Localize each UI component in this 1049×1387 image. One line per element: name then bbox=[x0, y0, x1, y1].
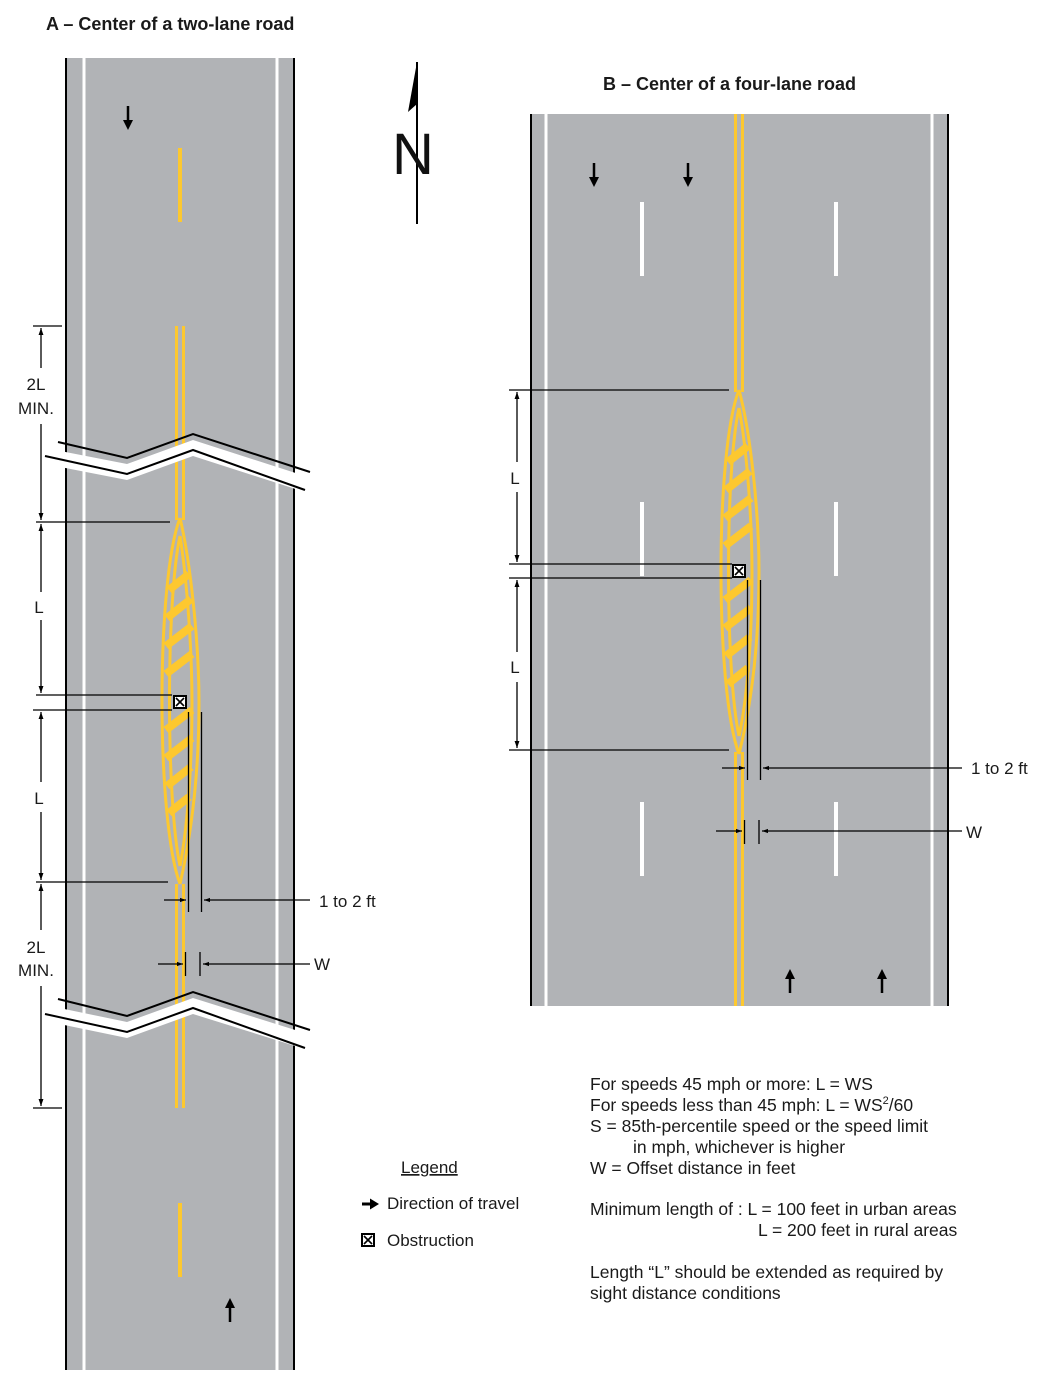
panel-a-arrow-southbound-icon bbox=[123, 106, 133, 130]
panel-a-island-hatching bbox=[163, 570, 195, 817]
note-line-9: sight distance conditions bbox=[590, 1283, 781, 1303]
panel-b-arrow-northbound-2-icon bbox=[877, 969, 887, 993]
panel-b-offset-label: 1 to 2 ft bbox=[971, 759, 1028, 778]
panel-a-2l-min-top-line2: MIN. bbox=[18, 399, 54, 418]
panel-a-road-surface bbox=[66, 58, 294, 1370]
formula-notes: For speeds 45 mph or more: L = WS For sp… bbox=[590, 1074, 958, 1303]
panel-a-2l-min-bottom-line2: MIN. bbox=[18, 961, 54, 980]
panel-b-w-label: W bbox=[966, 823, 982, 842]
panel-b-obstruction-icon bbox=[732, 564, 746, 578]
note-line-1: For speeds 45 mph or more: L = WS bbox=[590, 1074, 873, 1094]
panel-a-2l-min-bottom-line1: 2L bbox=[27, 938, 46, 957]
panel-a-break-line-bottom bbox=[44, 990, 311, 1050]
panel-a-arrow-northbound-icon bbox=[225, 1298, 235, 1322]
panel-a-dimension-lines bbox=[33, 325, 172, 1109]
panel-a-obstruction-icon bbox=[173, 695, 187, 709]
panel-b-dimension-lines bbox=[509, 389, 732, 751]
arrow-right-icon bbox=[362, 1198, 379, 1210]
legend-direction-label: Direction of travel bbox=[387, 1194, 519, 1213]
note-line-2: For speeds less than 45 mph: L = WS2/60 bbox=[590, 1095, 913, 1115]
legend-obstruction-label: Obstruction bbox=[387, 1231, 474, 1250]
panel-a-offset-label: 1 to 2 ft bbox=[319, 892, 376, 911]
panel-a-break-line-top bbox=[44, 432, 311, 493]
panel-a-l-top-label: L bbox=[34, 598, 43, 617]
panel-a-l-bottom-label: L bbox=[34, 789, 43, 808]
panel-b-arrow-southbound-1-icon bbox=[589, 163, 599, 187]
panel-a-title: A – Center of a two-lane road bbox=[46, 14, 294, 34]
note-line-8: Length “L” should be extended as require… bbox=[590, 1262, 943, 1282]
panel-a-offset-dimension bbox=[158, 712, 310, 976]
panel-b-road-surface bbox=[531, 114, 948, 1006]
panel-a-2l-min-top-line1: 2L bbox=[27, 375, 46, 394]
panel-b-island-hatching bbox=[722, 442, 754, 688]
panel-b-painted-island bbox=[719, 389, 761, 755]
legend-title: Legend bbox=[401, 1158, 458, 1177]
note-line-6: Minimum length of : L = 100 feet in urba… bbox=[590, 1199, 957, 1219]
panel-b-offset-dimension bbox=[716, 580, 962, 844]
note-line-3: S = 85th-percentile speed or the speed l… bbox=[590, 1116, 928, 1136]
note-line-5: W = Offset distance in feet bbox=[590, 1158, 796, 1178]
north-arrow-icon: N bbox=[392, 62, 434, 224]
panel-b-four-lane-road: B – Center of a four-lane road bbox=[509, 74, 1028, 1006]
panel-b-l-bottom-label: L bbox=[510, 658, 519, 677]
obstruction-box-icon bbox=[361, 1233, 375, 1247]
north-letter: N bbox=[392, 122, 434, 187]
panel-a-two-lane-road: A – Center of a two-lane road bbox=[18, 14, 376, 1370]
legend: Legend Direction of travel Obstruction bbox=[361, 1158, 519, 1250]
panel-a-w-label: W bbox=[314, 955, 330, 974]
note-line-4: in mph, whichever is higher bbox=[633, 1137, 845, 1157]
panel-b-l-top-label: L bbox=[510, 469, 519, 488]
note-line-7: L = 200 feet in rural areas bbox=[758, 1220, 958, 1240]
panel-b-arrow-southbound-2-icon bbox=[683, 163, 693, 187]
panel-b-arrow-northbound-1-icon bbox=[785, 969, 795, 993]
panel-b-title: B – Center of a four-lane road bbox=[603, 74, 856, 94]
